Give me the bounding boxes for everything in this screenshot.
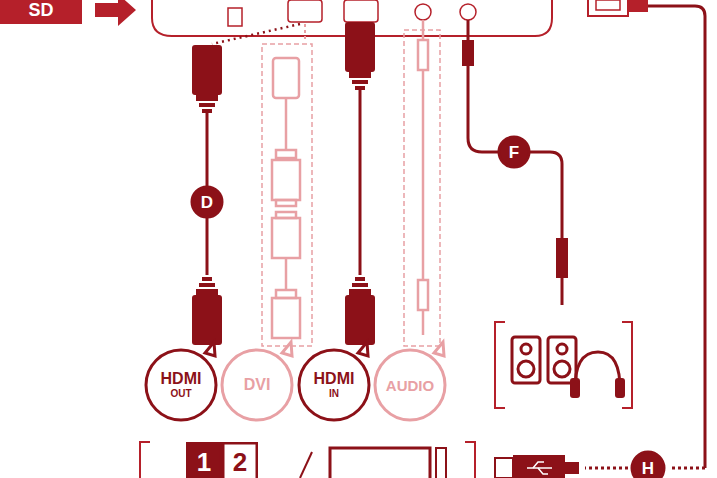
node-text: HDMI	[314, 371, 355, 387]
node-text: F	[509, 144, 519, 161]
node-subtext: OUT	[170, 389, 191, 399]
sd-card-label: SD	[0, 0, 82, 24]
node-text: D	[201, 194, 213, 211]
port-badge: HDMI OUT	[144, 348, 218, 422]
insert-arrow	[95, 0, 136, 26]
port-badge: HDMI IN	[297, 348, 371, 422]
node-text: 1	[197, 449, 211, 475]
callout-number: D	[190, 185, 224, 219]
node-text: 2	[233, 449, 247, 475]
node-text: AUDIO	[386, 378, 434, 393]
node-text: DVI	[244, 377, 271, 393]
screen-number: 1	[186, 442, 222, 478]
callout-number: H	[630, 450, 666, 478]
port-badge: DVI	[220, 348, 294, 422]
callout-number: F	[497, 135, 531, 169]
screen-number: 2	[222, 442, 258, 478]
node-subtext: IN	[329, 389, 339, 399]
node-text: SD	[28, 1, 53, 19]
port-badge: AUDIO	[373, 348, 447, 422]
node-text: HDMI	[161, 371, 202, 387]
node-text: H	[642, 460, 654, 477]
